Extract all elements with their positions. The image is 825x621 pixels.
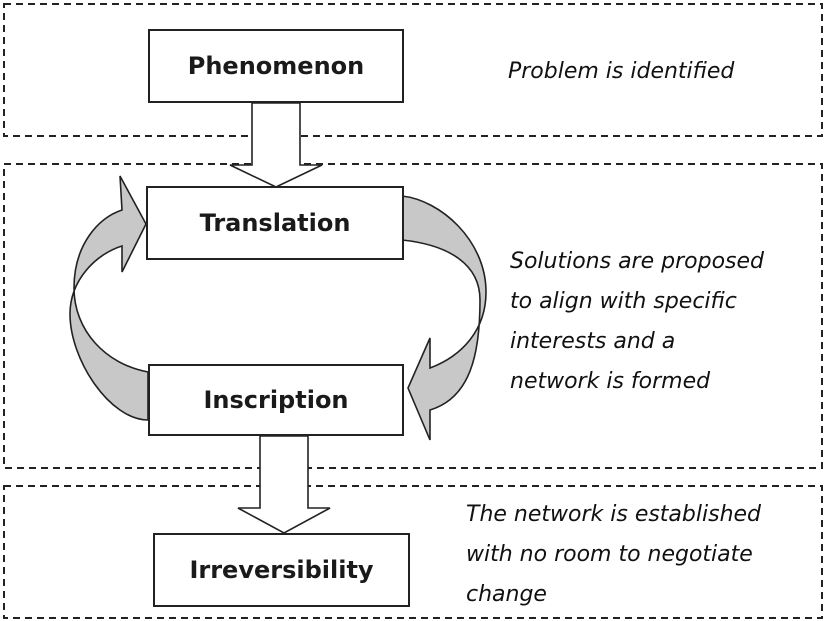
down-arrow-phenomenon-to-translation — [229, 102, 323, 188]
translation-section-frame — [3, 163, 823, 469]
solutions-description-line: to align with specific — [510, 289, 737, 314]
solutions-description-line: Solutions are proposed — [510, 249, 764, 274]
network-description-line: with no room to negotiate — [466, 542, 753, 567]
problem-section-frame — [3, 3, 823, 137]
solutions-description-line: interests and a — [510, 329, 676, 354]
phenomenon-box: Phenomenon — [148, 29, 404, 103]
section-frames — [3, 3, 823, 619]
inscription-box: Inscription — [148, 364, 404, 436]
solutions-description-line: network is formed — [510, 369, 711, 394]
cycle-arrow-right — [401, 195, 487, 441]
translation-box: Translation — [146, 186, 404, 260]
down-arrow-inscription-to-irreversibility — [237, 435, 331, 534]
solutions-description: Solutions are proposed to align with spe… — [510, 242, 764, 402]
network-description-line: change — [466, 582, 547, 607]
problem-description-line: Problem is identified — [508, 59, 735, 84]
network-section-frame — [3, 485, 823, 619]
cycle-arrow-left — [69, 175, 149, 421]
network-description: The network is established with no room … — [466, 495, 761, 615]
cycle-arrow-right-band — [401, 195, 487, 441]
irreversibility-box: Irreversibility — [153, 533, 410, 607]
network-description-line: The network is established — [466, 502, 762, 527]
problem-description: Problem is identified — [508, 52, 734, 92]
cycle-arrow-left-band — [69, 175, 149, 421]
